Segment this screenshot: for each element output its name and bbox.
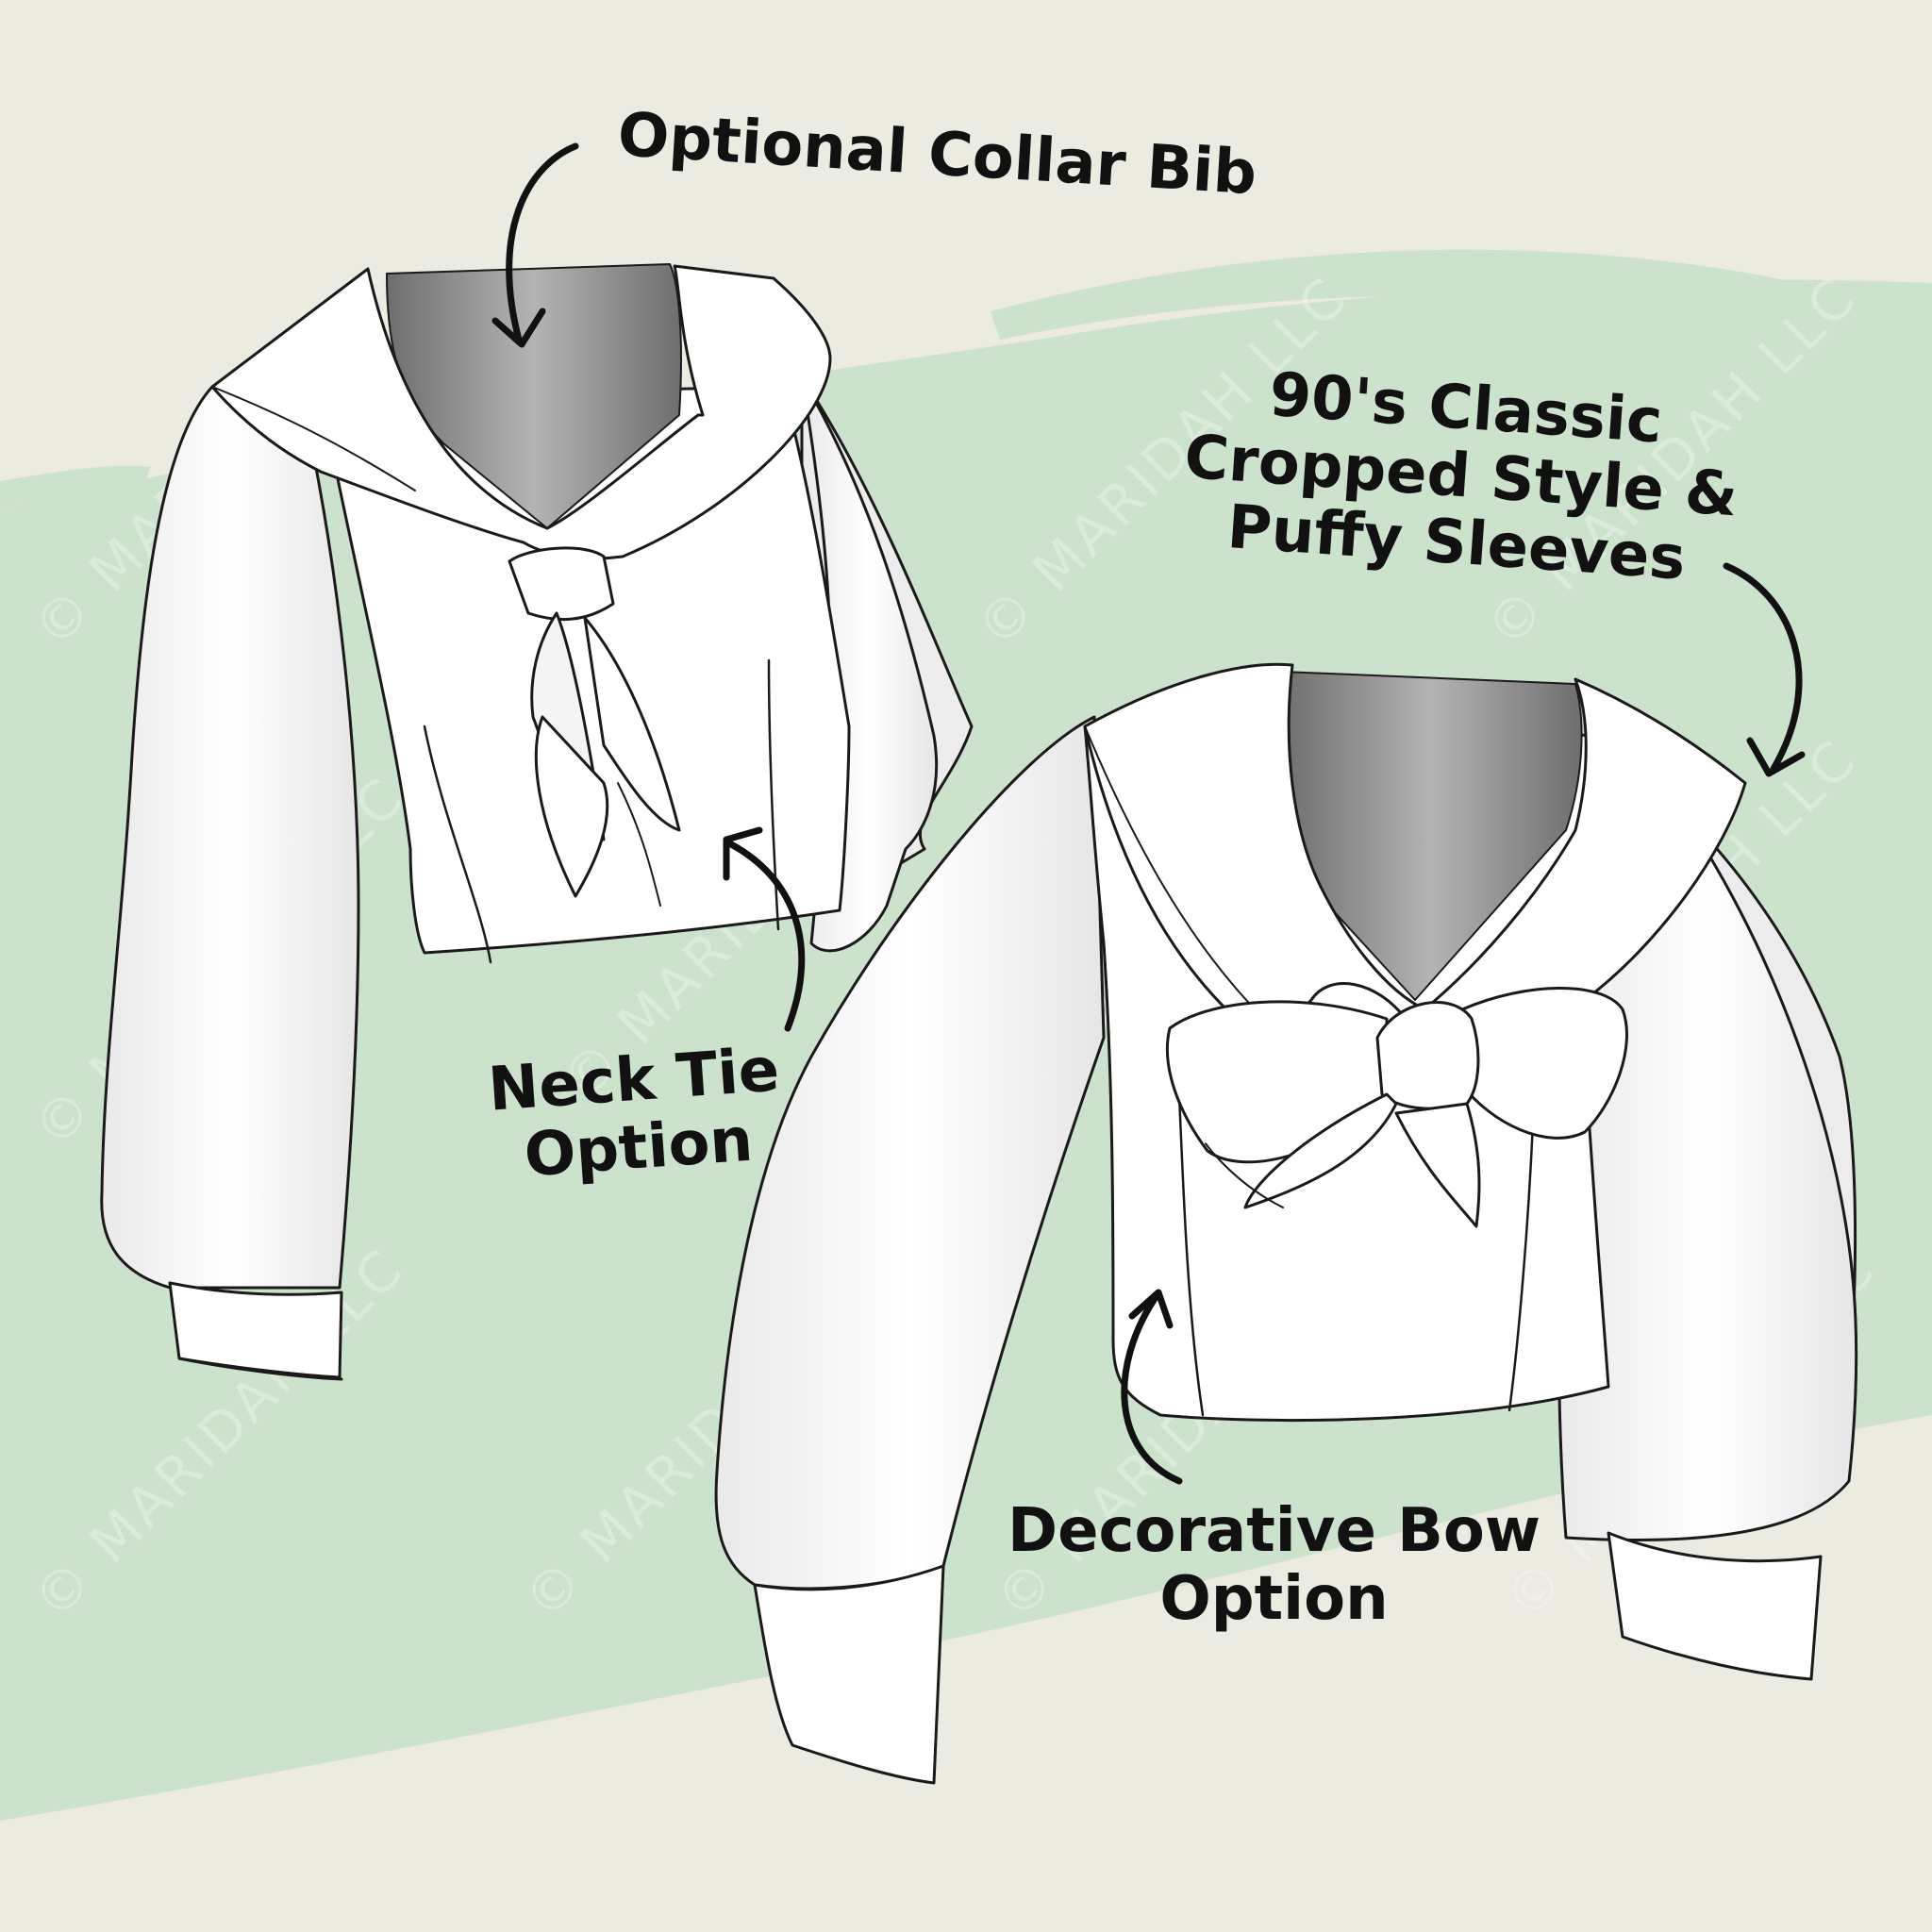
label-neck-tie-option: Neck Tie Option <box>486 1035 782 1191</box>
label-cropped-style-puffy-sleeves: 90's Classic Cropped Style & Puffy Sleev… <box>1182 359 1740 595</box>
tie-arrow <box>727 841 806 1032</box>
annotation-arrows <box>491 142 1806 1485</box>
crop-arrow <box>1723 562 1803 773</box>
collar-arrow-head <box>491 308 546 348</box>
crop-arrow-head <box>1746 737 1806 777</box>
blouse-decorative-bow <box>714 662 1858 1785</box>
bow-arrow-head <box>1128 1289 1174 1329</box>
bow-arrow <box>1121 1293 1183 1485</box>
blouse-neck-tie <box>100 263 974 1381</box>
collar-arrow <box>506 142 579 343</box>
label-decorative-bow-option: Decorative Bow Option <box>1008 1496 1541 1634</box>
tie-arrow-head <box>723 826 763 881</box>
